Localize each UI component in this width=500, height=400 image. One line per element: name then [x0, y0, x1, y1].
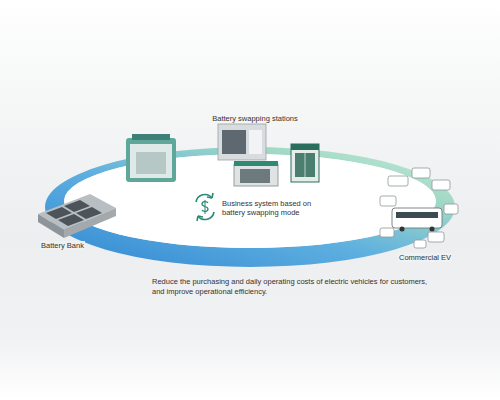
swap-stations-illustration	[126, 124, 319, 186]
node-text: Battery Bank	[41, 241, 84, 250]
money-cycle-icon	[196, 193, 214, 221]
battery-bank-illustration	[38, 194, 116, 238]
stations-label: Battery swapping stations	[211, 114, 298, 123]
commercial-ev-label: Commercial EV	[398, 253, 452, 262]
ring-center	[64, 154, 436, 248]
node-text: Battery swapping stations	[212, 114, 297, 123]
battery-bank-label: Battery Bank	[40, 241, 85, 250]
node-text: Commercial EV	[399, 253, 451, 262]
node-text: Business system based on battery swappin…	[222, 199, 322, 218]
caption: Reduce the purchasing and daily operatin…	[152, 277, 432, 297]
commercial-ev-illustration	[380, 168, 458, 248]
center-concept: Business system based on battery swappin…	[221, 199, 323, 218]
